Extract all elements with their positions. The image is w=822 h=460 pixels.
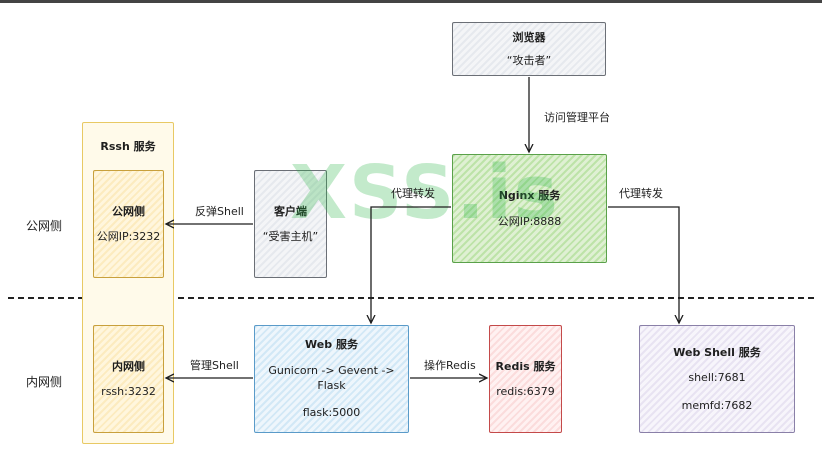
rssh-private-address: rssh:3232 xyxy=(101,385,156,398)
web-service-stack: Gunicorn -> Gevent -> Flask xyxy=(268,363,395,392)
client-node: 客户端 “受害主机” xyxy=(254,170,327,278)
top-rule xyxy=(0,0,822,3)
network-divider xyxy=(8,297,814,299)
webshell-node: Web Shell 服务 shell:7681 memfd:7682 xyxy=(639,325,795,433)
client-role: “受害主机” xyxy=(262,230,319,243)
browser-node: 浏览器 “攻击者” xyxy=(452,22,606,76)
nginx-title: Nginx 服务 xyxy=(498,189,561,203)
proxy-right-label: 代理转发 xyxy=(619,187,663,200)
redis-node: Redis 服务 redis:6379 xyxy=(489,325,562,433)
proxy-left-label: 代理转发 xyxy=(391,187,435,200)
rssh-private-title: 内网侧 xyxy=(112,359,145,373)
op-redis-label: 操作Redis xyxy=(424,359,476,372)
webshell-title: Web Shell 服务 xyxy=(673,345,761,359)
nginx-node: Nginx 服务 公网IP:8888 xyxy=(452,154,607,263)
public-side-label: 公网侧 xyxy=(26,219,63,233)
browser-title: 浏览器 xyxy=(512,30,546,44)
webshell-shell-address: shell:7681 xyxy=(688,371,746,385)
watermark: XSS.is xyxy=(290,150,560,236)
manage-shell-label: 管理Shell xyxy=(190,359,239,372)
rssh-private-node: 内网侧 rssh:3232 xyxy=(93,325,164,433)
access-label: 访问管理平台 xyxy=(544,111,610,124)
web-service-title: Web 服务 xyxy=(305,338,358,352)
reverse-shell-label: 反弹Shell xyxy=(195,205,244,218)
proxy-right-arrow xyxy=(608,206,679,323)
redis-title: Redis 服务 xyxy=(495,359,556,373)
browser-role: “攻击者” xyxy=(506,54,552,67)
client-title: 客户端 xyxy=(274,204,307,218)
webshell-memfd-address: memfd:7682 xyxy=(681,398,753,412)
proxy-left-arrow xyxy=(371,206,451,323)
private-side-label: 内网侧 xyxy=(26,375,63,389)
rssh-service-title: Rssh 服务 xyxy=(100,140,156,153)
rssh-public-address: 公网IP:3232 xyxy=(96,230,161,243)
rssh-public-title: 公网侧 xyxy=(112,204,145,218)
redis-address: redis:6379 xyxy=(496,385,555,398)
web-service-node: Web 服务 Gunicorn -> Gevent -> Flask flask… xyxy=(254,325,409,433)
web-service-address: flask:5000 xyxy=(302,406,361,420)
nginx-address: 公网IP:8888 xyxy=(497,214,562,228)
rssh-public-node: 公网侧 公网IP:3232 xyxy=(93,170,164,278)
